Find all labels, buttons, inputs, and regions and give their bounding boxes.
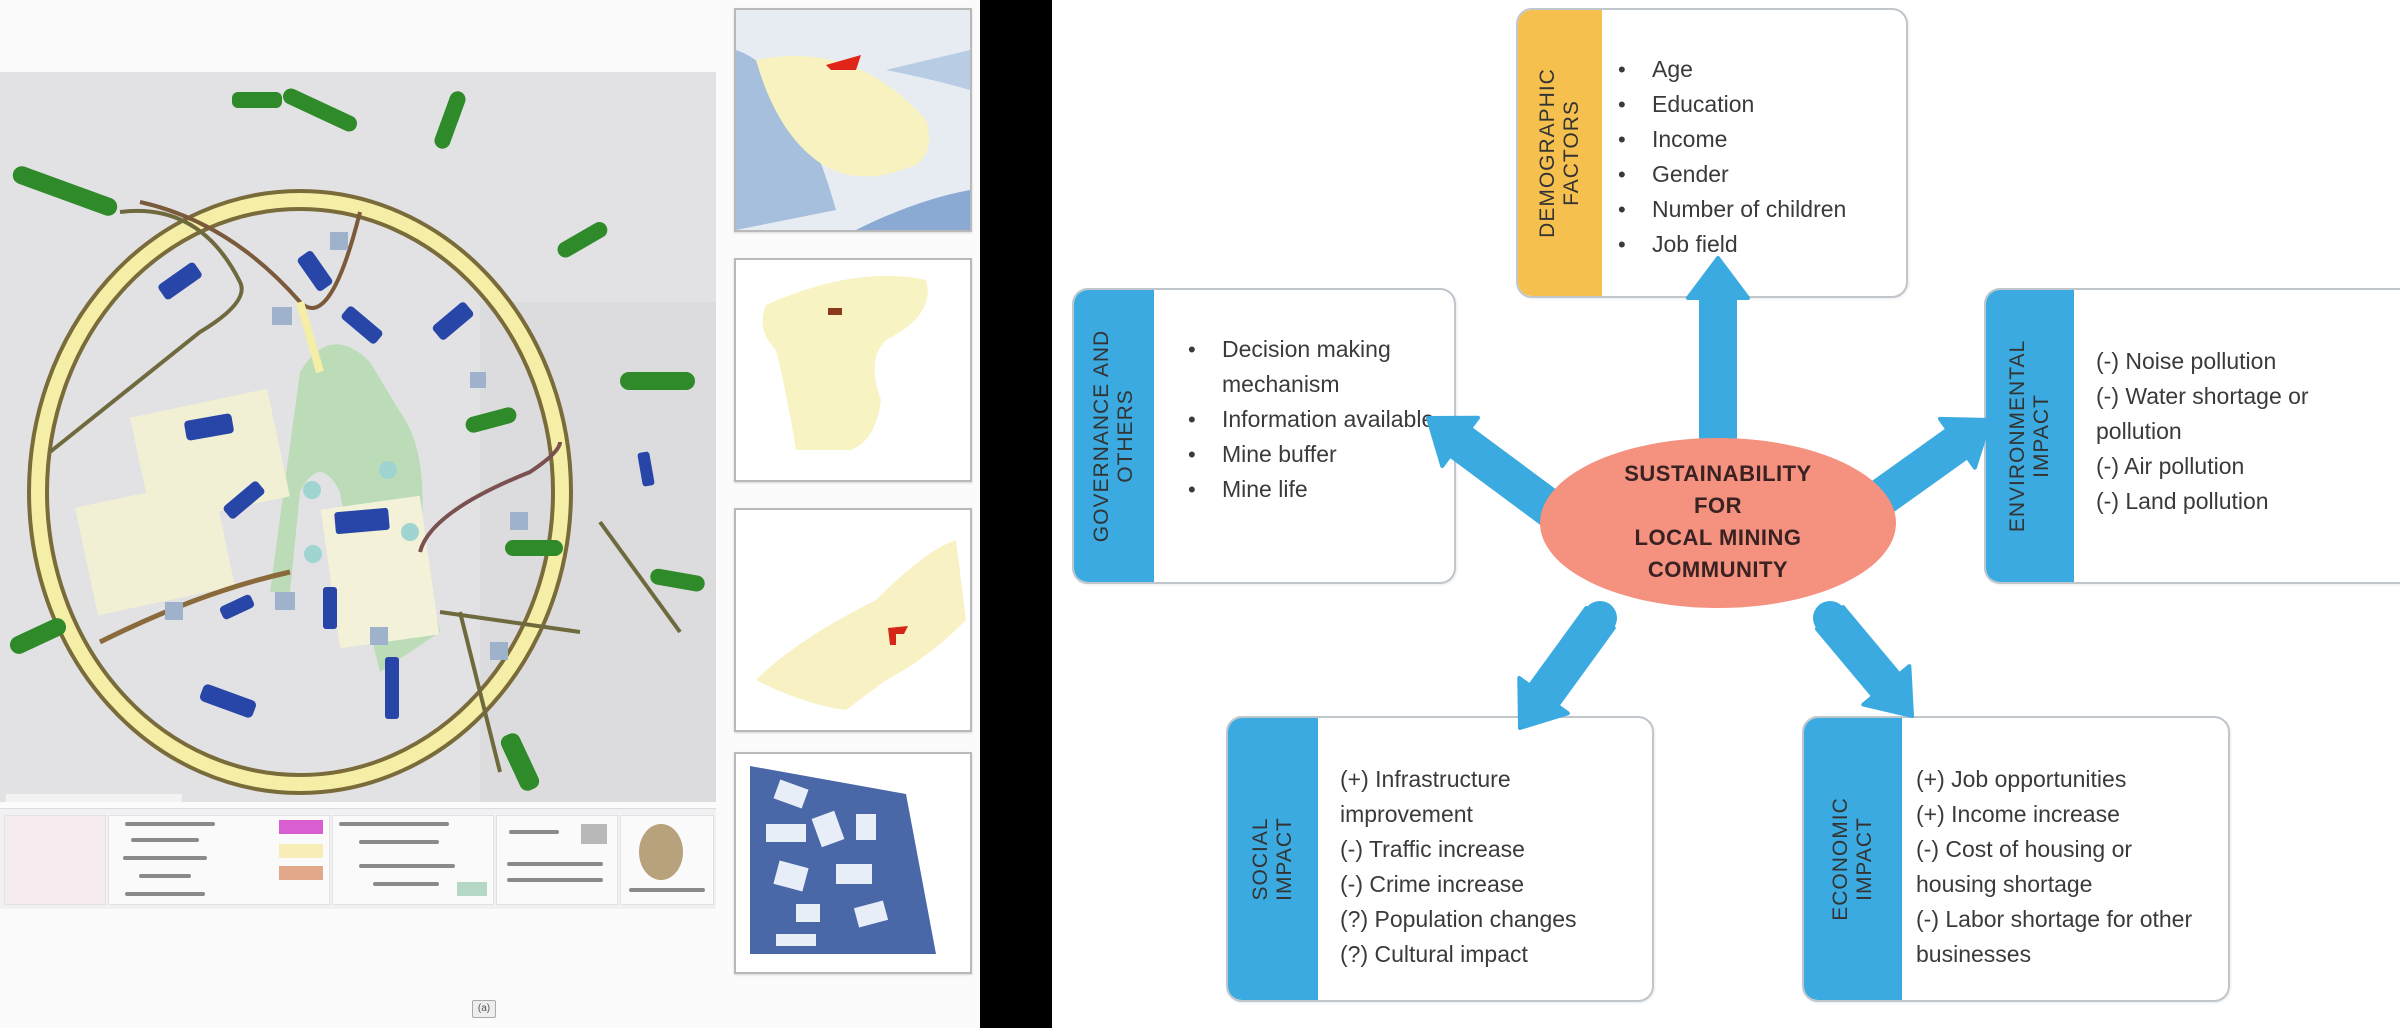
legend-panel [4,815,106,905]
list-item: (+) Job opportunities [1916,766,2127,792]
internal-road [418,441,562,553]
economic-impact-list: (+) Job opportunities (+) Income increas… [1916,762,2216,972]
province-map-drawing [762,275,928,450]
internal-road [139,200,362,310]
economic-impact-box: ECONOMIC IMPACT (+) Job opportunities (+… [1802,716,2230,1002]
arrow-to-governance [1426,415,1565,526]
internal-road [48,208,244,454]
list-item: (-) Cost of housing or housing shortage [1916,836,2133,897]
internal-road [296,300,324,374]
legend-panel [496,815,618,905]
internal-road [98,569,291,645]
environmental-impact-tab: ENVIRONMENTAL IMPACT [1986,290,2074,582]
plan-block [75,478,235,616]
land-use-map-drawing [750,766,936,954]
list-item: (-) Traffic increase [1340,836,1525,862]
site-maps-panel: (a) [0,0,980,1028]
district-map-drawing [756,540,966,710]
list-item: (+) Infrastructure improvement [1340,766,1511,827]
list-item: Mine buffer [1188,437,1438,472]
green-zones [9,88,705,791]
master-plan-map [0,72,716,802]
legend-panel [332,815,494,905]
inset-province-map [734,258,972,482]
list-item: Income [1618,122,1846,157]
environmental-impact-list: (-) Noise pollution (-) Water shortage o… [2096,344,2386,519]
list-item: Decision making mechanism [1188,332,1438,402]
panel-divider [980,0,1052,1028]
social-impact-tab: SOCIAL IMPACT [1228,718,1318,1000]
social-impact-list: (+) Infrastructure improvement (-) Traff… [1340,762,1640,972]
list-item: Age [1618,52,1846,87]
country-map-drawing [736,50,970,230]
central-node-label: SUSTAINABILITY FOR LOCAL MINING COMMUNIT… [1624,461,1812,582]
inset-land-use-map [734,752,972,974]
map-legend [0,808,716,909]
inset-district-map [734,508,972,732]
list-item: (-) Labor shortage for other businesses [1916,906,2193,967]
legend-panel [620,815,714,905]
list-item: Job field [1618,227,1846,262]
governance-list: Decision making mechanism Information av… [1188,332,1438,507]
list-item: (+) Income increase [1916,801,2120,827]
demographic-factors-tab: DEMOGRAPHIC FACTORS [1518,10,1602,296]
social-impact-box: SOCIAL IMPACT (+) Infrastructure improve… [1226,716,1654,1002]
arrow-to-economic [1814,605,1914,718]
arrow-to-social [1517,606,1616,730]
list-item: (-) Crime increase [1340,871,1525,897]
list-item: (-) Water shortage or pollution [2096,383,2309,444]
demographic-factors-box: DEMOGRAPHIC FACTORS Age Education Income… [1516,8,1908,298]
economic-impact-tab: ECONOMIC IMPACT [1804,718,1902,1000]
list-item: Mine life [1188,472,1438,507]
demographic-factors-list: Age Education Income Gender Number of ch… [1618,52,1846,262]
central-node: SUSTAINABILITY FOR LOCAL MINING COMMUNIT… [1540,438,1896,608]
list-item: (?) Cultural impact [1340,941,1528,967]
environmental-impact-box: ENVIRONMENTAL IMPACT (-) Noise pollution… [1984,288,2400,584]
buildings [158,251,655,719]
list-item: (?) Population changes [1340,906,1577,932]
list-item: Number of children [1618,192,1846,227]
list-item: (-) Air pollution [2096,453,2245,479]
small-structures [165,232,528,660]
governance-tab: GOVERNANCE AND OTHERS [1074,290,1154,582]
list-item: Education [1618,87,1846,122]
inset-country-map [734,8,972,232]
map-north-legend [6,794,182,802]
list-item: (-) Land pollution [2096,488,2269,514]
highlight-area [888,626,908,645]
arrow-to-social-tail [1583,601,1617,635]
arrow-to-economic-tail [1813,601,1847,635]
highlight-area [828,308,842,315]
list-item: Information available [1188,402,1438,437]
governance-box: GOVERNANCE AND OTHERS Decision making me… [1072,288,1456,584]
master-plan-drawing [0,72,716,802]
water-features [303,461,419,563]
figure-caption-a: (a) [472,1000,496,1018]
list-item: Gender [1618,157,1846,192]
internal-road [458,611,502,773]
legend-panel [108,815,330,905]
internal-road [439,610,581,634]
highlight-area [826,55,861,70]
internal-road [598,520,682,634]
compass-icon [639,824,683,880]
list-item: (-) Noise pollution [2096,348,2277,374]
